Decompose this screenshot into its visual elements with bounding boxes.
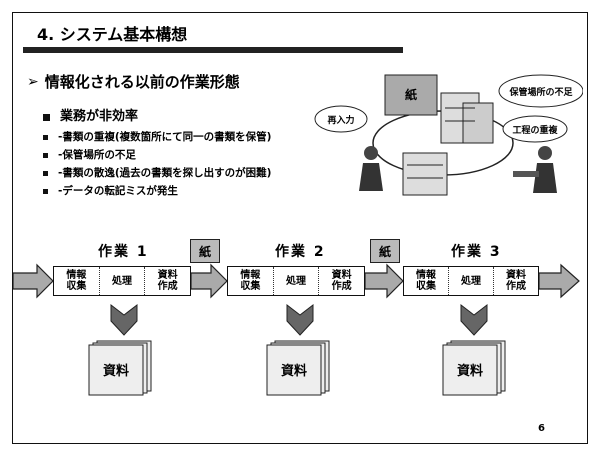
flow-arrow-icon xyxy=(364,263,404,299)
bullet-sub: -書類の散逸(過去の書類を探し出すのが困難) xyxy=(43,164,271,182)
down-chevron-icon xyxy=(460,303,488,336)
bullet-sub-text: -書類の重複(複数箇所にて同一の書類を保管) xyxy=(58,131,272,143)
reinput-text: 再入力 xyxy=(327,114,354,126)
paper-card-label: 紙 xyxy=(405,87,417,102)
bullet-sub-text: -データの転記ミスが発生 xyxy=(58,185,178,197)
document-stack-icon: 資料 xyxy=(442,340,506,396)
work-box-2: 情報 収集 処理 資料 作成 xyxy=(227,266,365,296)
step-process: 処理 xyxy=(448,267,493,295)
arrow-bullet-icon: ➢ xyxy=(27,73,39,90)
cabinet-icon xyxy=(462,102,494,144)
paper-card xyxy=(384,74,438,116)
down-chevron-icon xyxy=(286,303,314,336)
process-flow-arrows xyxy=(13,263,580,299)
work-box-1: 情報 収集 処理 資料 作成 xyxy=(53,266,191,296)
work-label-3: 作業 3 xyxy=(451,244,502,260)
flow-arrow-icon xyxy=(190,263,228,299)
step-create: 資料 作成 xyxy=(493,267,538,295)
overlap-bubble xyxy=(502,115,568,143)
bullet-sub: -書類の重複(複数箇所にて同一の書類を保管) xyxy=(43,128,271,146)
step-collect: 情報 収集 xyxy=(240,270,261,292)
storage-bubble xyxy=(498,74,583,108)
work-box-3: 情報 収集 処理 資料 作成 xyxy=(403,266,539,296)
office-illustration: 紙 再入力 保管場所の不足 工程の重複 xyxy=(314,74,583,196)
step-create: 資料 作成 xyxy=(318,267,364,295)
section-heading-text: 情報化される以前の作業形態 xyxy=(44,73,240,91)
work-label-2: 作業 2 xyxy=(275,244,326,260)
square-bullet-icon xyxy=(43,113,50,121)
overlap-text: 工程の重複 xyxy=(512,124,558,136)
down-chevron-icon xyxy=(110,303,138,336)
square-bullet-icon xyxy=(43,134,48,140)
document-stack-icon: 資料 xyxy=(88,340,152,396)
flow-arrow-icon xyxy=(538,263,580,299)
square-bullet-icon xyxy=(43,152,48,158)
step-create: 資料 作成 xyxy=(144,267,190,295)
bullet-list: 業務が非効率 -書類の重複(複数箇所にて同一の書類を保管) -保管場所の不足 -… xyxy=(43,108,271,200)
page-title: 4. システム基本構想 xyxy=(37,25,188,44)
document-label: 資料 xyxy=(103,363,129,379)
square-bullet-icon xyxy=(43,188,48,194)
bullet-sub-text: -書類の散逸(過去の書類を探し出すのが困難) xyxy=(58,167,272,179)
work-label-1: 作業 1 xyxy=(98,244,149,260)
storage-text: 保管場所の不足 xyxy=(508,86,573,98)
bullet-sub: -データの転記ミスが発生 xyxy=(43,182,271,200)
step-collect: 情報 収集 xyxy=(66,270,87,292)
person-icon xyxy=(538,146,552,160)
paper-tag-1: 紙 xyxy=(190,239,220,263)
desk-icon xyxy=(513,171,539,177)
person-icon xyxy=(364,146,378,160)
step-process: 処理 xyxy=(272,267,319,295)
step-process: 処理 xyxy=(98,267,145,295)
document-label: 資料 xyxy=(281,363,307,379)
section-heading: ➢ 情報化される以前の作業形態 xyxy=(27,71,240,92)
reinput-bubble xyxy=(314,105,368,133)
bullet-main: 業務が非効率 xyxy=(43,108,271,126)
cabinet-icon xyxy=(402,152,448,196)
slide: 4. システム基本構想 ➢ 情報化される以前の作業形態 業務が非効率 -書類の重… xyxy=(12,12,588,444)
document-label: 資料 xyxy=(457,363,483,379)
paper-tag-2: 紙 xyxy=(370,239,400,263)
bullet-main-text: 業務が非効率 xyxy=(60,109,139,124)
document-stack-icon: 資料 xyxy=(266,340,330,396)
page-number: 6 xyxy=(538,423,545,434)
bullet-sub: -保管場所の不足 xyxy=(43,146,271,164)
step-collect: 情報 収集 xyxy=(416,270,436,292)
flow-arrow-icon xyxy=(13,263,54,299)
square-bullet-icon xyxy=(43,170,48,176)
title-underline xyxy=(23,47,403,53)
bullet-sub-text: -保管場所の不足 xyxy=(58,149,136,161)
